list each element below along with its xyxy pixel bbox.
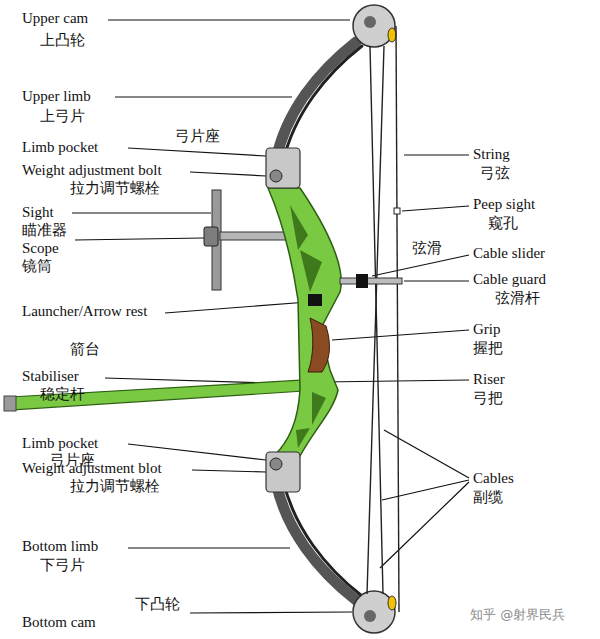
drawing-stroke xyxy=(128,444,266,460)
drawing-stroke xyxy=(296,428,310,448)
drawing-stroke xyxy=(283,480,362,596)
part-label: 弦滑杆 xyxy=(495,290,540,307)
drawing-stroke xyxy=(396,26,399,612)
part-label: 稳定杆 xyxy=(40,386,85,403)
drawing-stroke xyxy=(340,278,402,284)
drawing-stroke xyxy=(332,330,469,340)
part-label: 弓弦 xyxy=(480,165,510,182)
part-label: 下弓片 xyxy=(40,557,85,574)
drawing-stroke xyxy=(108,19,350,20)
drawing-stroke xyxy=(190,612,352,613)
drawing-stroke xyxy=(128,148,266,156)
part-label: 上弓片 xyxy=(40,108,85,125)
drawing-stroke xyxy=(388,28,396,42)
part-label: 镜筒 xyxy=(22,258,52,275)
part-label: Cables xyxy=(473,470,514,487)
part-label: Weight adjustment bolt xyxy=(22,162,162,179)
drawing-stroke xyxy=(270,170,282,182)
drawing-stroke xyxy=(266,452,300,492)
drawing-stroke xyxy=(204,227,218,246)
drawing-stroke xyxy=(322,380,469,382)
drawing-stroke xyxy=(4,396,16,411)
part-label: Riser xyxy=(473,371,505,388)
drawing-stroke xyxy=(115,96,292,97)
string-and-cables xyxy=(367,26,400,612)
part-label: Cable slider xyxy=(473,245,545,262)
drawing-stroke xyxy=(402,206,469,211)
limb-pockets xyxy=(266,148,300,492)
drawing-stroke xyxy=(190,172,266,176)
drawing-stroke xyxy=(290,205,308,250)
part-label: Upper cam xyxy=(22,10,88,27)
part-label: 拉力调节螺栓 xyxy=(70,478,160,495)
part-label: 下凸轮 xyxy=(135,596,180,613)
drawing-stroke xyxy=(380,482,469,568)
part-label: 弓把 xyxy=(473,390,503,407)
part-label: Bottom cam xyxy=(22,614,96,631)
drawing-stroke xyxy=(300,250,322,292)
part-label: 弓片座 xyxy=(175,128,220,145)
drawing-stroke xyxy=(72,212,211,213)
drawing-stroke xyxy=(165,302,308,313)
riser xyxy=(268,188,341,456)
part-label: Upper limb xyxy=(22,88,91,105)
drawing-stroke xyxy=(388,596,396,610)
drawing-stroke xyxy=(308,294,322,306)
drawing-stroke xyxy=(404,280,469,281)
drawing-stroke xyxy=(356,274,368,288)
drawing-stroke xyxy=(266,148,300,188)
drawing-stroke xyxy=(75,238,204,240)
part-label: 弦滑 xyxy=(412,240,442,257)
part-label: Bottom limb xyxy=(22,538,98,555)
drawing-stroke xyxy=(312,392,326,425)
drawing-stroke xyxy=(128,547,290,548)
part-label: 箭台 xyxy=(70,341,100,358)
cams xyxy=(353,5,396,633)
drawing-stroke xyxy=(10,380,304,410)
part-label: Stabiliser xyxy=(22,368,79,385)
part-label: Limb pocket xyxy=(22,139,98,156)
drawing-stroke xyxy=(353,591,395,633)
part-label: Peep sight xyxy=(473,196,535,213)
drawing-stroke xyxy=(364,16,376,28)
part-label: Weight adjustment blot xyxy=(22,460,162,477)
drawing-stroke xyxy=(394,208,400,214)
cable-guard xyxy=(340,274,402,288)
part-label: 上凸轮 xyxy=(40,32,85,49)
part-label: 窥孔 xyxy=(488,215,518,232)
drawing-stroke xyxy=(308,318,329,372)
part-label: 握把 xyxy=(473,340,503,357)
part-label: 拉力调节螺栓 xyxy=(70,180,160,197)
drawing-stroke xyxy=(270,458,282,470)
part-label: 瞄准器 xyxy=(22,222,67,239)
drawing-stroke xyxy=(367,46,384,594)
watermark: 知乎 @射界民兵 xyxy=(470,608,565,623)
part-label: Launcher/Arrow rest xyxy=(22,303,162,320)
drawing-stroke xyxy=(364,610,376,622)
stabiliser-rod xyxy=(4,380,304,411)
part-label: Scope xyxy=(22,240,59,257)
drawing-stroke xyxy=(372,255,469,276)
part-label: 副缆 xyxy=(473,489,503,506)
part-label: Cable guard xyxy=(473,271,546,288)
drawing-stroke xyxy=(382,480,469,500)
drawing-stroke xyxy=(268,188,341,456)
drawing-stroke xyxy=(384,430,469,478)
part-label: Grip xyxy=(473,321,501,338)
part-label: String xyxy=(473,146,510,163)
part-label: Sight xyxy=(22,204,54,221)
drawing-stroke xyxy=(404,154,469,155)
drawing-stroke xyxy=(353,5,395,47)
drawing-stroke xyxy=(192,470,266,472)
part-label: Limb pocket xyxy=(22,435,98,452)
drawing-stroke xyxy=(283,46,362,162)
